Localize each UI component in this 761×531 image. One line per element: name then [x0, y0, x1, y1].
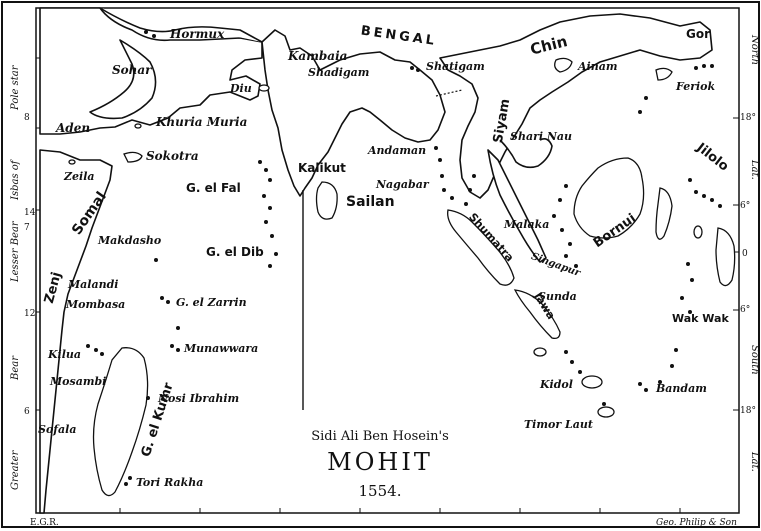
cartouche-year: 1554. — [359, 482, 402, 500]
arabia-peninsula — [89, 39, 157, 120]
label-ainam: Ainam — [577, 60, 617, 73]
label-mombasa: Mombasa — [65, 298, 125, 311]
east-africa-coast — [39, 149, 113, 514]
credit-left: E.G.R. — [30, 518, 59, 528]
dotted-route — [435, 89, 463, 97]
india-coast — [261, 29, 446, 197]
label-kalikut: Kalikut — [298, 161, 346, 175]
ceylon — [315, 181, 338, 220]
label-jilolo: Jilolo — [693, 140, 731, 175]
label-feriok: Feriok — [675, 80, 716, 93]
edge-right-south: South — [749, 345, 760, 375]
label-munawwara: Munawwara — [183, 342, 258, 355]
madagascar — [92, 347, 149, 497]
label-shari-nau: Shari Nau — [510, 130, 572, 143]
label-wak-wak: Wak Wak — [672, 312, 729, 325]
label-makdasho: Makdasho — [97, 234, 161, 247]
label-timor-laut: Timor Laut — [524, 418, 593, 431]
label-kilua: Kilua — [47, 348, 81, 361]
edge-left-lesser-bear: Lesser Bear — [10, 220, 21, 283]
label-diu: Diu — [229, 82, 252, 95]
new-guinea — [715, 227, 736, 287]
label-nagabar: Nagabar — [375, 178, 430, 191]
edge-left-isbas-of: Isbas of — [10, 158, 21, 201]
island-dots — [86, 30, 722, 486]
sumatra — [447, 209, 515, 286]
credit-right: Geo. Philip & Son — [656, 518, 737, 528]
label-malaka: Malaka — [503, 218, 549, 231]
tick-right-0: 0 — [742, 249, 748, 259]
java — [513, 289, 561, 340]
label-g-el-dib: G. el Dib — [206, 245, 264, 259]
label-sohar: Sohar — [112, 63, 153, 77]
tick-left-14: 14 — [24, 208, 36, 218]
label-khuria-muria: Khuria Muria — [155, 115, 247, 129]
malay-peninsula — [487, 149, 547, 263]
label-bengal: BENGAL — [360, 24, 438, 50]
label-sokotra: Sokotra — [146, 149, 199, 163]
label-g-el-fal: G. el Fal — [186, 181, 241, 195]
cartouche-line1: Sidi Ali Ben Hosein's — [311, 429, 449, 444]
label-sofala: Sofala — [38, 423, 76, 436]
inner-border — [35, 7, 740, 514]
siyam-gulf-coast — [499, 138, 553, 169]
label-bandam: Bandam — [655, 382, 707, 395]
label-hormux: Hormux — [169, 27, 225, 41]
tick-right-6s: 6° — [740, 305, 750, 315]
cartouche-title: MOHIT — [327, 448, 433, 476]
label-aden: Aden — [55, 121, 90, 135]
tick-right-18n: 18° — [740, 113, 756, 123]
tick-left-7: 7 — [24, 223, 30, 233]
tick-left-8: 8 — [24, 113, 30, 123]
tick-right-18s: 18° — [740, 406, 756, 416]
edge-right-lat-2: Lat. — [749, 451, 760, 472]
label-tori-rakha: Tori Rakha — [136, 476, 203, 489]
label-kidol: Kidol — [539, 378, 573, 391]
edge-right-north: North — [749, 34, 760, 65]
island-outlines — [68, 84, 703, 418]
label-mosambi: Mosambi — [49, 375, 106, 388]
borneo — [573, 157, 645, 239]
label-andaman: Andaman — [367, 144, 426, 157]
tick-left-12: 12 — [24, 309, 35, 319]
tick-right-6n: 6° — [740, 201, 750, 211]
label-shadigam: Shadigam — [308, 66, 369, 79]
label-gor: Gor — [686, 27, 710, 41]
label-kambaia: Kambaia — [287, 49, 347, 63]
label-nosi-ibrahim: Nosi Ibrahim — [157, 392, 239, 405]
ainam — [554, 57, 573, 73]
label-singapur: Singapur — [530, 251, 583, 279]
label-sailan: Sailan — [346, 194, 395, 210]
feriok — [655, 67, 673, 81]
edge-left-bear: Bear — [10, 355, 21, 381]
label-malandi: Malandi — [67, 278, 118, 291]
edge-left-pole-star: Pole star — [10, 64, 21, 111]
label-sunda: Sunda — [538, 290, 577, 303]
edge-right-lat-1: Lat. — [749, 159, 760, 180]
edge-left-greater: Greater — [10, 449, 21, 490]
indochina-coast — [439, 13, 713, 199]
sokotra — [123, 151, 143, 163]
label-zeila: Zeila — [63, 170, 95, 183]
jilolo — [655, 187, 673, 240]
label-shatigam: Shatigam — [426, 60, 485, 73]
tick-left-6: 6 — [24, 407, 30, 417]
label-g-el-zarrin: G. el Zarrin — [176, 296, 247, 309]
persia-south-coast — [99, 7, 263, 43]
